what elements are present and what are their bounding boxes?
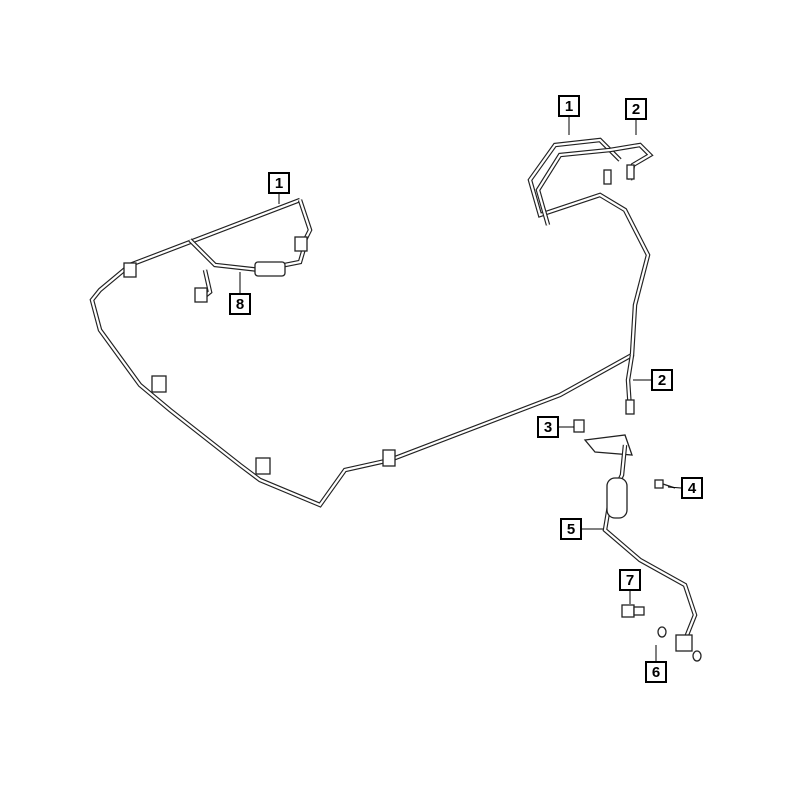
- brake-hose-8[interactable]: [188, 238, 308, 303]
- callout-1-right[interactable]: 1: [558, 95, 580, 117]
- brake-tube-left[interactable]: [89, 137, 651, 508]
- bolt-4[interactable]: [654, 479, 676, 489]
- callout-8[interactable]: 8: [229, 293, 251, 315]
- washers-6[interactable]: [657, 626, 702, 662]
- clip-3[interactable]: [573, 419, 585, 433]
- callout-7[interactable]: 7: [619, 569, 641, 591]
- leader-lines: [239, 117, 682, 661]
- tube-clips: [123, 236, 396, 475]
- brake-tube-right[interactable]: [535, 142, 654, 415]
- callout-2-mid[interactable]: 2: [651, 369, 673, 391]
- callout-3[interactable]: 3: [537, 416, 559, 438]
- brake-hose-5[interactable]: [583, 434, 698, 652]
- callout-2-top[interactable]: 2: [625, 98, 647, 120]
- callout-4[interactable]: 4: [681, 477, 703, 499]
- callout-5[interactable]: 5: [560, 518, 582, 540]
- banjo-bolt-7[interactable]: [621, 604, 645, 618]
- callout-6[interactable]: 6: [645, 661, 667, 683]
- callout-1-left[interactable]: 1: [268, 172, 290, 194]
